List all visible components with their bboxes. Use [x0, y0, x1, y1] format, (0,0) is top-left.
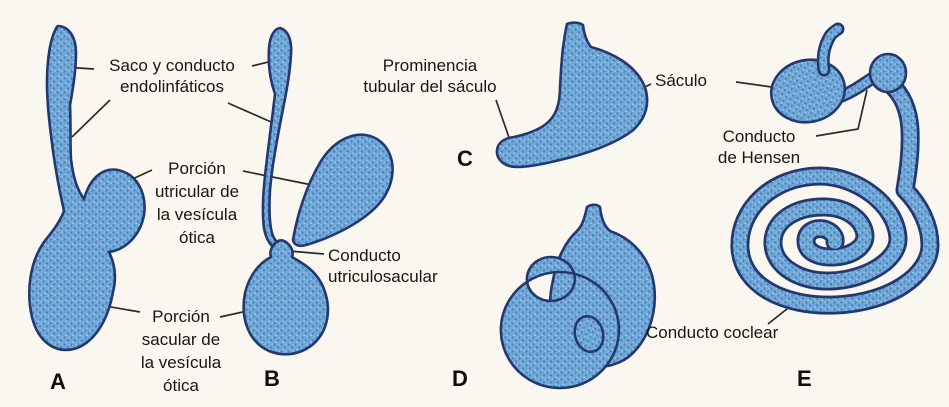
label-line: la vesícula [156, 205, 238, 224]
stage-b-utricular-portion [291, 133, 394, 248]
label-saccular-portion: Porción sacular de la vesícula ótica [101, 305, 261, 397]
label-cochlear-duct: Conducto coclear [646, 322, 778, 343]
stage-c-shape [495, 21, 649, 169]
label-line: Conducto [722, 127, 796, 146]
stage-e-saccule [769, 58, 847, 124]
label-line: ótica [163, 376, 199, 395]
panel-letter-d: D [452, 366, 468, 391]
label-line: utriculosacular [328, 267, 438, 286]
label-line: Conducto [328, 246, 401, 265]
leader-endolymphatic-b-duct [227, 102, 272, 123]
label-tubular-prominence: Prominencia tubular del sáculo [325, 55, 535, 97]
label-line: Porción [168, 159, 226, 178]
stage-b-shape [242, 26, 394, 356]
label-line: ótica [179, 228, 215, 247]
label-endolymphatic: Saco y conducto endolinfáticos [77, 55, 267, 97]
label-saccule: Sáculo [655, 70, 707, 91]
label-line: de Hensen [717, 148, 801, 167]
label-line: Sáculo [655, 71, 707, 90]
label-line: Prominencia [382, 56, 478, 75]
label-utriculosaccular-duct: Conducto utriculosacular [328, 245, 438, 287]
stage-d-cochlear-loop [499, 255, 621, 390]
label-line: endolinfáticos [120, 77, 224, 96]
label-line: Saco y conducto [109, 56, 235, 75]
leader-utricular-b [242, 170, 318, 187]
stage-b-saccular-portion [242, 239, 330, 356]
panel-letter-b: B [264, 366, 280, 391]
stage-e-shape [740, 29, 930, 305]
panel-letter-a: A [50, 369, 66, 394]
label-hensen-duct: Conducto de Hensen [700, 126, 818, 168]
stage-a-shape [28, 24, 146, 352]
label-line: Porción [152, 307, 210, 326]
leader-hensen-duct [815, 89, 868, 137]
panel-letter-c: C [457, 146, 473, 171]
stage-d-shape [499, 203, 657, 390]
label-line: sacular de [141, 330, 221, 349]
stage-c-saccule [495, 21, 649, 169]
label-utricular-portion: Porción utricular de la vesícula ótica [117, 157, 277, 249]
stage-d-cochlear-tip [573, 314, 605, 354]
label-line: la vesícula [140, 353, 222, 372]
label-line: utricular de [154, 182, 240, 201]
panel-letter-e: E [797, 366, 812, 391]
leader-endolymphatic-a-duct [71, 99, 111, 138]
label-line: tubular del sáculo [363, 77, 497, 96]
leader-utriculosaccular [288, 250, 325, 255]
label-line: Conducto coclear [646, 323, 779, 342]
stage-a-vesicle [28, 24, 146, 352]
stage-e-duct-knob [868, 52, 908, 94]
